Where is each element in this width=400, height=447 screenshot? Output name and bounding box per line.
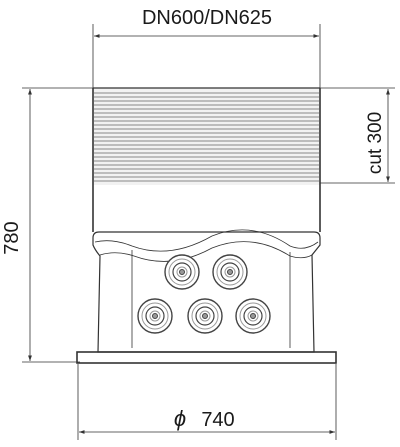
ribbed-upper-section bbox=[92, 87, 321, 232]
diameter-value: 740 bbox=[201, 409, 234, 431]
cut-dimension: cut 300 bbox=[320, 87, 395, 184]
base-flange bbox=[76, 351, 337, 364]
ribbing-lines bbox=[94, 92, 319, 182]
port-opening bbox=[164, 254, 200, 290]
base-diameter-dimension: ϕ 740 bbox=[77, 364, 337, 440]
height-label: 780 bbox=[1, 221, 23, 254]
port-opening bbox=[187, 298, 223, 334]
top-width-label: DN600/DN625 bbox=[142, 7, 272, 29]
port-opening bbox=[137, 298, 173, 334]
lower-housing bbox=[92, 229, 321, 353]
height-dimension: 780 bbox=[1, 87, 93, 363]
diameter-symbol: ϕ bbox=[174, 406, 186, 431]
ports-group bbox=[137, 254, 271, 334]
port-opening bbox=[212, 254, 248, 290]
port-opening bbox=[235, 298, 271, 334]
top-width-dimension: DN600/DN625 bbox=[92, 7, 321, 90]
cut-label: cut 300 bbox=[365, 112, 386, 174]
